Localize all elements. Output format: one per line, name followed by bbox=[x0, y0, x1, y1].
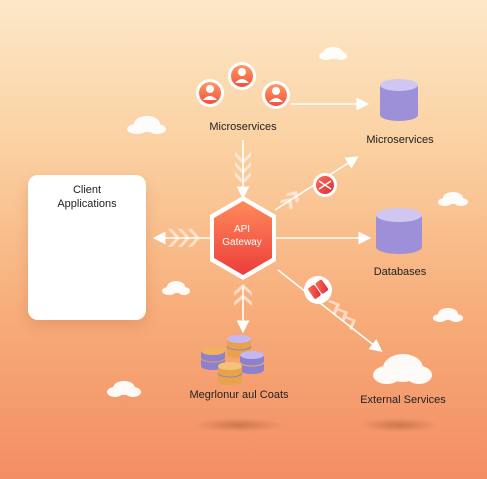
flow-chevrons bbox=[235, 152, 251, 184]
api-gateway-node[interactable] bbox=[210, 196, 276, 280]
node-shadow bbox=[194, 418, 284, 432]
connector-gateway-external bbox=[277, 269, 383, 352]
flow-chevrons bbox=[234, 284, 252, 306]
user-icon bbox=[262, 81, 290, 109]
external-services-label: External Services bbox=[360, 394, 446, 406]
cloud-icon bbox=[433, 308, 463, 322]
database-icon[interactable] bbox=[376, 208, 422, 254]
cloud-icon bbox=[107, 381, 141, 397]
flow-chevrons bbox=[280, 191, 299, 210]
database-icon[interactable] bbox=[380, 79, 418, 121]
database-icon bbox=[217, 362, 243, 385]
data-store-stack[interactable] bbox=[200, 335, 265, 385]
microservices-db-label: Microservices bbox=[366, 134, 434, 146]
plug-icon bbox=[304, 276, 332, 304]
connector-badge-icon bbox=[313, 173, 337, 197]
data-store-label: Megrlonur aul Coats bbox=[189, 389, 289, 401]
client-applications-panel[interactable]: Client Applications bbox=[28, 175, 146, 320]
cloud-icon bbox=[127, 116, 166, 134]
database-icon bbox=[239, 351, 265, 374]
client-applications-label: Client Applications bbox=[57, 184, 117, 210]
cloud-icon bbox=[319, 47, 347, 60]
user-icon bbox=[228, 62, 256, 90]
flow-chevrons bbox=[328, 300, 356, 330]
cloud-icon bbox=[373, 354, 432, 384]
cloud-icon bbox=[438, 192, 468, 206]
cloud-icon bbox=[162, 281, 190, 295]
microservices-users-label: Microservices bbox=[209, 121, 277, 133]
node-shadow bbox=[359, 418, 439, 432]
flow-chevrons bbox=[168, 229, 200, 247]
databases-label: Databases bbox=[373, 266, 427, 278]
microservices-user-cluster[interactable] bbox=[196, 62, 290, 109]
user-icon bbox=[196, 79, 224, 107]
api-gateway-label: API Gateway bbox=[222, 224, 262, 248]
